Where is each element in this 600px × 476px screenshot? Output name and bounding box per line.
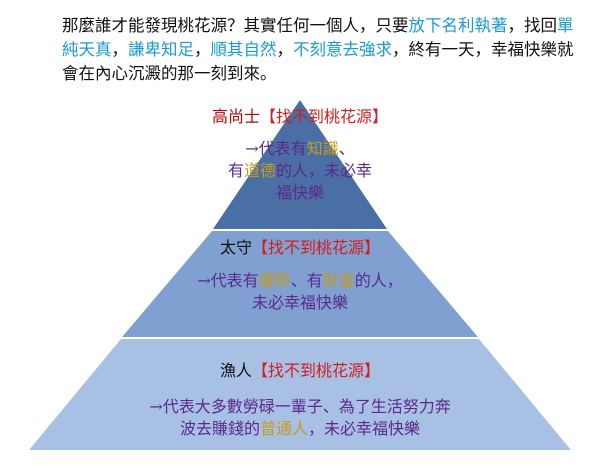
top-line1-b: 、: [338, 139, 355, 158]
top-tier-tag: 【找不到桃花源】: [260, 107, 389, 126]
bottom-tier-body: →代表大多數勞碌一輩子、為了生活努力奔 波去賺錢的普通人，未必幸福快樂: [80, 396, 520, 440]
top-line1-a: →代表有: [245, 139, 307, 158]
intro-text: ，找回: [507, 16, 558, 35]
intro-text: 那麼誰才能發現桃花源？其實任何一個人，只要: [62, 16, 409, 35]
top-line1-gold: 知識: [306, 139, 339, 158]
middle-line1-a: →代表有: [197, 271, 259, 290]
intro-highlight: 順其自然: [210, 40, 277, 59]
intro-text: ，終有一天，幸福快樂就會在內心沉澱的那一刻到來。: [62, 40, 574, 83]
intro-text: ，: [276, 40, 294, 59]
middle-line1-gold: 權勢: [258, 271, 291, 290]
middle-tier-title: 太守【找不到桃花源】: [150, 237, 450, 259]
intro-paragraph: 那麼誰才能發現桃花源？其實任何一個人，只要放下名利執著，找回單純天真，謙卑知足，…: [62, 14, 582, 86]
intro-text: ，: [194, 40, 211, 59]
intro-highlight: 不刻意去強求: [293, 40, 392, 59]
top-tier-name: 高尚士: [211, 107, 260, 126]
bottom-tier-tag: 【找不到桃花源】: [252, 361, 381, 380]
bottom-line2-b: ，未必幸福快樂: [308, 419, 421, 438]
top-tier-title: 高尚士【找不到桃花源】: [150, 106, 450, 128]
middle-tier-body: →代表有權勢、有財富的人， 未必幸福快樂: [140, 270, 460, 314]
top-line2-gold: 道德: [243, 161, 276, 180]
intro-text: ，: [111, 40, 129, 59]
middle-line2: 未必幸福快樂: [251, 293, 348, 312]
bottom-tier-name: 漁人: [219, 361, 252, 380]
intro-highlight: 謙卑知足: [128, 40, 194, 59]
middle-tier-name: 太守: [219, 238, 252, 257]
middle-tier-tag: 【找不到桃花源】: [252, 238, 381, 257]
bottom-line2-a: 波去賺錢的: [179, 419, 260, 438]
middle-line1-c: 的人，: [354, 271, 403, 290]
bottom-line2-gold: 普通人: [259, 419, 308, 438]
pyramid-middle-tier: [122, 231, 478, 337]
pyramid-top-tier: [213, 100, 387, 229]
top-line2-a: 有: [227, 161, 244, 180]
bottom-tier-title: 漁人【找不到桃花源】: [150, 360, 450, 382]
top-tier-body: →代表有知識、 有道德的人，未必幸 福快樂: [150, 138, 450, 204]
intro-highlight: 單純天真: [62, 16, 574, 59]
bottom-line1: →代表大多數勞碌一輩子、為了生活努力奔: [149, 397, 451, 416]
middle-line1-b: 、有: [290, 271, 323, 290]
top-line3: 福快樂: [275, 183, 324, 202]
intro-highlight: 放下名利執著: [408, 16, 508, 35]
pyramid-bottom-tier: [29, 339, 571, 450]
top-line2-b: 的人，未必幸: [276, 161, 373, 180]
middle-line1-gold2: 財富: [322, 271, 355, 290]
